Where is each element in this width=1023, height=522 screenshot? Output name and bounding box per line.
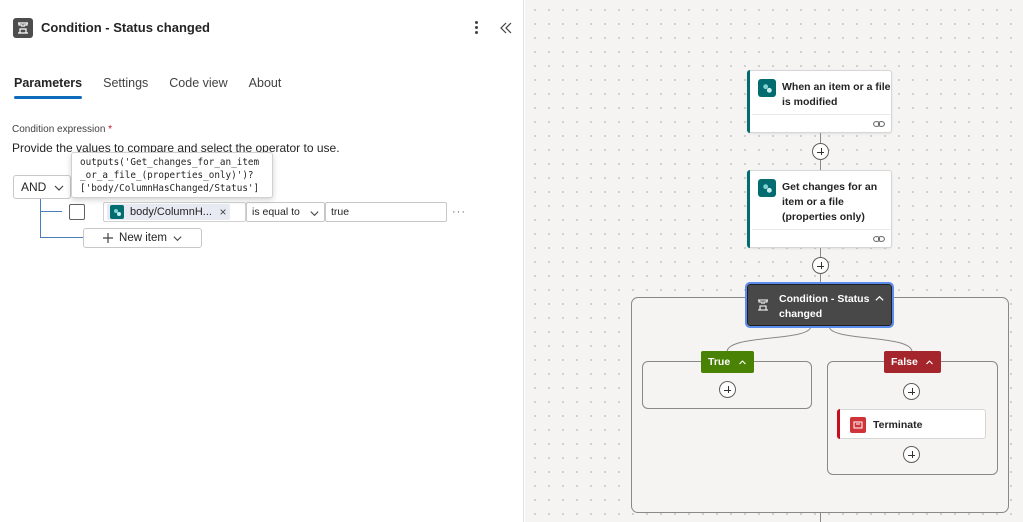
more-options-icon[interactable] [469,17,483,37]
condition-title-line: changed [779,308,823,320]
condition-card[interactable]: Condition - Status changed [745,282,894,328]
action-details-panel: Condition - Status changed Parameters Se… [12,0,524,522]
tree-connector [40,237,83,238]
token-tooltip: outputs('Get_changes_for_an_item _or_a_fi… [71,152,273,198]
true-branch-label: True [708,356,731,368]
terminate-card[interactable]: Terminate [837,409,986,439]
new-item-button[interactable]: New item [83,228,202,248]
group-operator-dropdown[interactable]: AND [13,175,71,199]
insert-step-plus-icon[interactable] [903,383,920,400]
condition-icon [13,18,33,38]
action-title-line: Get changes for an [782,181,878,193]
terminate-label: Terminate [873,419,923,431]
dynamic-content-token[interactable]: body/ColumnH... × [107,204,230,220]
trigger-card[interactable]: When an item or a file is modified [747,70,892,133]
tooltip-line: outputs('Get_changes_for_an_item [80,157,260,168]
card-accent [747,170,750,248]
sharepoint-icon [110,205,124,219]
tree-connector [40,199,41,238]
required-mark: * [108,124,113,135]
condition-expression-label: Condition expression * [12,124,112,135]
link-icon [873,236,885,242]
action-title: Get changes for an item or a file (prope… [782,180,877,225]
insert-step-plus-icon[interactable] [812,143,829,160]
plus-icon [103,233,114,243]
card-footer [752,229,891,247]
card-footer [752,114,891,132]
sharepoint-icon [758,79,776,97]
panel-title: Condition - Status changed [41,20,210,35]
insert-step-plus-icon[interactable] [812,257,829,274]
chevron-down-icon [310,211,319,217]
add-action-plus-icon[interactable] [719,381,736,398]
link-icon [873,121,885,127]
add-action-plus-icon[interactable] [903,446,920,463]
card-accent [747,70,750,133]
chevron-down-icon [54,185,64,191]
tooltip-line: _or_a_file_(properties_only)')? [80,170,254,181]
remove-token-icon[interactable]: × [219,205,227,219]
new-item-label: New item [119,232,167,244]
tab-code-view[interactable]: Code view [169,76,228,90]
chevron-up-icon [739,360,746,365]
operator-dropdown[interactable]: is equal to [246,202,325,222]
get-changes-card[interactable]: Get changes for an item or a file (prope… [747,170,892,248]
action-title-line: item or a file [782,196,844,208]
chevron-up-icon [926,360,933,365]
chevron-down-icon [173,235,182,241]
condition-description: Provide the values to compare and select… [12,141,340,155]
false-branch-label: False [891,356,918,368]
condition-title-line: Condition - Status [779,293,870,305]
collapse-panel-icon[interactable] [497,19,515,37]
tab-list: Parameters Settings Code view About [14,76,302,99]
tab-about[interactable]: About [248,76,282,90]
trigger-title: When an item or a file is modified [782,80,891,110]
tree-connector [40,211,62,212]
tab-parameters[interactable]: Parameters [14,76,83,99]
condition-icon [758,299,768,311]
connector-line [820,513,821,522]
false-branch-badge[interactable]: False [884,351,941,373]
group-operator-value: AND [21,180,47,194]
right-operand-input[interactable] [325,202,447,222]
card-accent [837,409,840,439]
token-label: body/ColumnH... [130,206,212,218]
row-select-checkbox[interactable] [69,204,85,220]
terminate-icon [850,417,866,433]
condition-expression-label-text: Condition expression [12,124,106,135]
chevron-up-icon[interactable] [874,293,885,304]
operator-value: is equal to [252,206,300,218]
row-more-options-icon[interactable]: ··· [452,206,466,218]
true-branch-badge[interactable]: True [701,351,754,373]
sharepoint-icon [758,179,776,197]
condition-card-title: Condition - Status changed [779,292,869,322]
trigger-title-line: is modified [782,96,838,108]
tooltip-line: ['body/ColumnHasChanged/Status'] [80,183,260,194]
tab-settings[interactable]: Settings [103,76,149,90]
trigger-title-line: When an item or a file [782,81,891,93]
flow-canvas[interactable]: When an item or a file is modified Get c… [525,0,1023,522]
action-title-line: (properties only) [782,211,865,223]
